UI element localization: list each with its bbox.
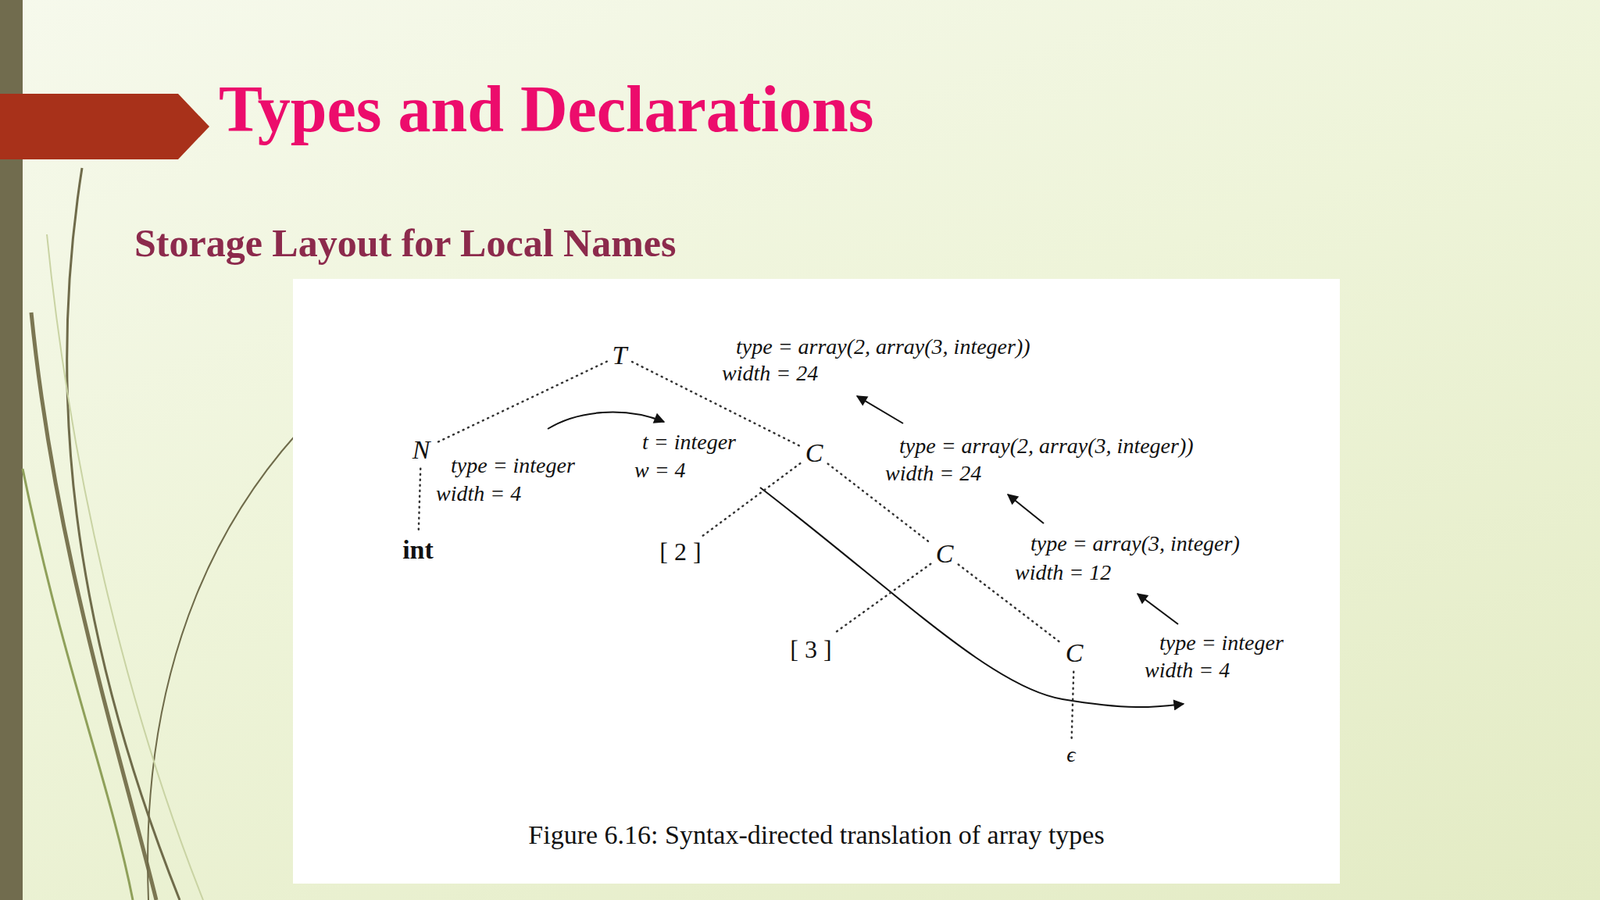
attribute-label: type = integer	[449, 453, 577, 479]
node-symbol: T	[612, 340, 628, 370]
attribute-label: type = integer	[1157, 630, 1286, 656]
node-symbol: C	[1065, 638, 1084, 668]
node-symbol: ϵ	[1066, 742, 1075, 768]
tree-node: N	[409, 433, 434, 466]
title-arrow	[0, 93, 210, 160]
attribute-label: w = 4	[632, 457, 688, 483]
tree-node: [ 2 ]	[656, 536, 704, 568]
slide-subtitle: Storage Layout for Local Names	[134, 223, 676, 263]
node-symbol: [ 3 ]	[789, 635, 832, 664]
tree-node: C	[932, 537, 958, 570]
figure-caption: Figure 6.16: Syntax-directed translation…	[528, 821, 1104, 849]
attribute-label: width = 24	[720, 360, 820, 386]
attribute-label: width = 4	[1142, 657, 1232, 683]
decor-curve	[22, 468, 133, 900]
attribute-arrow	[1007, 494, 1044, 524]
tree-edge	[703, 463, 800, 536]
attribute-label: type = array(2, array(3, integer))	[734, 334, 1033, 360]
attribute-label: type = array(2, array(3, integer))	[897, 433, 1196, 459]
tree-node: ϵ	[1063, 741, 1079, 769]
tree-node: C	[1062, 636, 1087, 669]
attribute-label: type = array(3, integer)	[1028, 531, 1242, 557]
tree-node: int	[399, 533, 437, 566]
attribute-label: t = integer	[640, 429, 738, 455]
node-symbol: int	[402, 535, 434, 565]
decor-curve	[147, 433, 297, 900]
node-symbol: C	[805, 438, 824, 468]
attribute-label: width = 24	[883, 460, 983, 486]
figure-panel	[292, 278, 1340, 884]
tree-edge	[435, 361, 608, 444]
node-symbol: C	[935, 539, 954, 568]
inherit-arrow	[760, 487, 1184, 708]
tree-node: C	[802, 436, 827, 469]
node-symbol: [ 2 ]	[659, 538, 701, 566]
decor-curve	[46, 234, 204, 900]
slide-title: Types and Declarations	[218, 76, 874, 143]
tree-node: [ 3 ]	[786, 634, 835, 665]
decor-curve	[31, 312, 157, 900]
attribute-label: width = 12	[1013, 560, 1113, 586]
tree-edge	[834, 564, 932, 634]
attribute-label: width = 4	[434, 481, 523, 507]
attribute-arrow	[1137, 593, 1179, 625]
attribute-arrow	[857, 396, 904, 424]
tree-node: T	[609, 339, 631, 372]
node-symbol: N	[412, 435, 431, 465]
inherit-arrow	[547, 412, 665, 429]
tree-edge	[1071, 671, 1075, 740]
tree-edge	[418, 468, 422, 533]
